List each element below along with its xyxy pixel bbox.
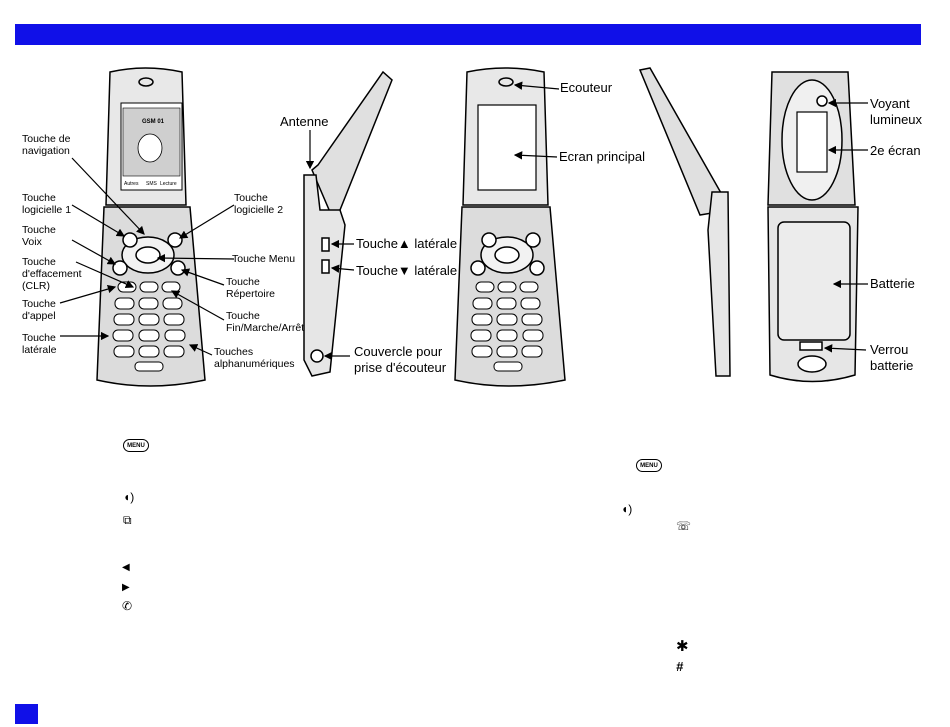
voice-key-icon: ◖) <box>123 490 135 504</box>
label-voice-key: Touche Voix <box>22 224 56 248</box>
footer-marker <box>15 704 38 724</box>
label-side-key: Touche latérale <box>22 332 57 356</box>
phonebook-icon: ⧉ <box>123 513 132 527</box>
right-triangle-icon: ▶ <box>122 582 130 593</box>
arrow-ecouteur <box>513 81 560 90</box>
voice-key-icon-2: ◖) <box>621 502 633 516</box>
arrow-menu <box>156 253 235 263</box>
star-key-icon: ✱ <box>676 638 689 655</box>
hash-key-icon: # <box>676 659 684 674</box>
arrow-verrou <box>823 344 867 353</box>
phone-front-blank <box>454 67 566 387</box>
label-battery: Batterie <box>870 276 915 291</box>
menu-key-icon: MENU <box>123 439 149 452</box>
arrow-down-side <box>330 264 355 273</box>
label-phonebook-key: Touche Répertoire <box>226 276 276 300</box>
screen-softkey-mid: SMS <box>146 181 158 187</box>
arrow-end <box>170 290 225 321</box>
arrow-alpha <box>188 344 213 356</box>
label-softkey-1: Touche logicielle 1 <box>22 192 72 216</box>
label-menu-key: Touche Menu <box>232 253 296 265</box>
label-side-up-suffix: latérale <box>410 236 458 251</box>
end-key-icon: ☏ <box>676 519 692 533</box>
label-main-screen: Ecran principal <box>559 149 645 164</box>
menu-key-icon-2: MENU <box>636 459 662 472</box>
label-clear-key: Touche d'effacement (CLR) <box>22 256 82 292</box>
label-softkey-2: Touche logicielle 2 <box>234 192 284 216</box>
header-bar <box>15 24 921 45</box>
arrow-voice <box>71 239 117 265</box>
label-second-screen: 2e écran <box>870 143 921 158</box>
label-navigation-key: Touche de navigation <box>22 133 71 157</box>
label-side-down-prefix: Touche <box>356 263 398 278</box>
phone-front-open <box>96 67 206 387</box>
phone-side-view <box>303 70 393 377</box>
call-handset-icon: ✆ <box>122 599 133 613</box>
up-triangle-icon: ▲ <box>397 236 411 251</box>
phone-back-view <box>767 71 859 383</box>
left-triangle-icon: ◀ <box>122 562 130 573</box>
label-side-up-key: Touche▲ latérale <box>356 236 457 252</box>
arrow-softkey-1 <box>71 204 126 237</box>
screen-operator: GSM 01 <box>142 119 165 125</box>
label-call-key: Touche d'appel <box>22 298 56 322</box>
arrow-navigation <box>71 157 145 235</box>
label-battery-lock: Verrou batterie <box>870 342 914 373</box>
label-earpiece: Ecouteur <box>560 80 613 95</box>
arrow-ecran <box>513 151 558 160</box>
screen-softkey-left: Autres <box>124 181 139 187</box>
label-side-up-prefix: Touche <box>356 236 398 251</box>
arrow-clr <box>75 261 135 288</box>
screen-softkey-right: Lecture <box>160 181 177 187</box>
label-antenna: Antenne <box>280 114 329 129</box>
label-end-key: Touche Fin/Marche/Arrêt <box>226 310 305 334</box>
label-earphone-cover: Couvercle pour prise d'écouteur <box>354 344 447 375</box>
arrow-repertoire <box>180 268 225 286</box>
down-triangle-icon: ▼ <box>397 263 411 278</box>
label-indicator-light: Voyant lumineux <box>870 96 923 127</box>
arrow-call <box>59 284 117 304</box>
arrow-softkey-2 <box>178 204 235 239</box>
label-side-down-suffix: latérale <box>410 263 458 278</box>
label-alphanumeric-keys: Touches alphanumériques <box>214 346 295 370</box>
label-side-down-key: Touche▼ latérale <box>356 263 457 279</box>
phone-side-view-2 <box>638 67 731 377</box>
